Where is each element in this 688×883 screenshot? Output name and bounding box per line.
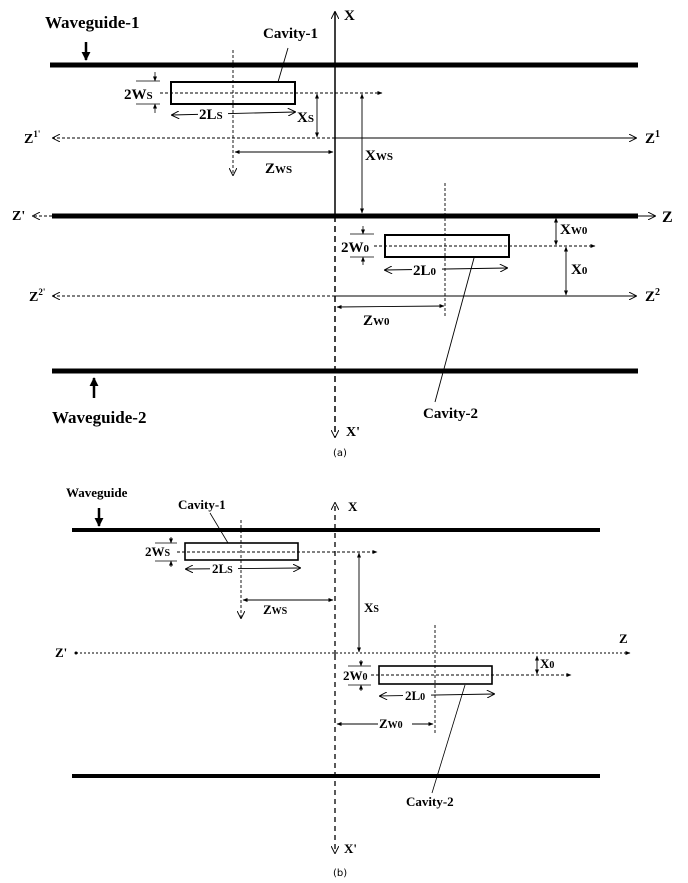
cavity-2 bbox=[378, 665, 493, 685]
cavity-1-label: Cavity-1 bbox=[178, 497, 226, 512]
z-axis-label: Z bbox=[662, 209, 673, 226]
cavity-1-label: Cavity-1 bbox=[263, 26, 318, 42]
dim-xws-label: XWS bbox=[365, 148, 393, 164]
figure-b-caption: (b) bbox=[333, 868, 347, 879]
dim-zws-label: ZWS bbox=[265, 161, 292, 177]
dim-2ls-label: 2LS bbox=[212, 561, 233, 576]
dim-2ls-arrow bbox=[186, 568, 300, 569]
dim-zw0-label: ZW0 bbox=[379, 716, 403, 731]
cavity-1-leader bbox=[277, 47, 289, 83]
z-axis-label: Z bbox=[619, 631, 628, 646]
dim-2l0-label: 2L0 bbox=[413, 263, 437, 279]
z1-prime-axis-label: Z1' bbox=[24, 129, 40, 147]
x-axis-label: X bbox=[344, 8, 355, 24]
cavity-2-leader bbox=[434, 257, 475, 403]
dim-2l0-label: 2L0 bbox=[405, 688, 425, 703]
cavity-1-leader bbox=[209, 512, 229, 544]
z1-axis-label: Z1 bbox=[645, 129, 660, 147]
z2-prime-axis-label: Z2' bbox=[29, 287, 45, 305]
z-prime-axis-label: Z' bbox=[55, 645, 67, 660]
dim-zw0-arrow bbox=[336, 304, 445, 309]
dim-zws-label: ZWS bbox=[263, 602, 288, 617]
dim-2w0-label: 2W0 bbox=[343, 668, 368, 683]
cavity-1 bbox=[184, 542, 299, 561]
dim-2ls-arrow bbox=[172, 112, 295, 115]
x-prime-axis-label: X' bbox=[346, 425, 360, 440]
waveguide-label: Waveguide bbox=[66, 485, 128, 500]
cavity-2-label: Cavity-2 bbox=[406, 794, 454, 809]
waveguide-1-label: Waveguide-1 bbox=[45, 13, 139, 32]
figure-a: Waveguide-1 Waveguide-2 X X' Z Z' Z1 Z1'… bbox=[12, 8, 673, 459]
cavity-2-label: Cavity-2 bbox=[423, 406, 478, 422]
dim-x0-label: X0 bbox=[571, 262, 588, 278]
dim-x0-label: X0 bbox=[540, 656, 554, 671]
cavity-2-leader bbox=[431, 684, 466, 794]
figure-b: Waveguide X X' Z Z' Cavity-1 2WS 2LS ZWS bbox=[55, 485, 631, 879]
dim-xs-label: XS bbox=[364, 600, 379, 615]
z2-axis-label: Z2 bbox=[645, 287, 660, 305]
dim-2l0-arrow bbox=[385, 268, 507, 270]
z-prime-axis-label: Z' bbox=[12, 209, 25, 224]
x-axis-label: X bbox=[348, 499, 358, 514]
dim-2l0-arrow bbox=[380, 694, 494, 696]
x-prime-axis-label: X' bbox=[344, 841, 357, 856]
waveguide-2-label: Waveguide-2 bbox=[52, 408, 146, 427]
dim-xs-label: XS bbox=[297, 110, 314, 126]
dim-zw0-label: ZW0 bbox=[363, 313, 390, 329]
dim-2ws-label: 2WS bbox=[124, 87, 153, 103]
dim-2ls-label: 2LS bbox=[199, 107, 223, 123]
figure-a-caption: (a) bbox=[333, 448, 347, 459]
dim-2w0-label: 2W0 bbox=[341, 240, 370, 256]
dim-2ws-label: 2WS bbox=[145, 544, 171, 559]
dim-xw0-label: XW0 bbox=[560, 222, 588, 238]
